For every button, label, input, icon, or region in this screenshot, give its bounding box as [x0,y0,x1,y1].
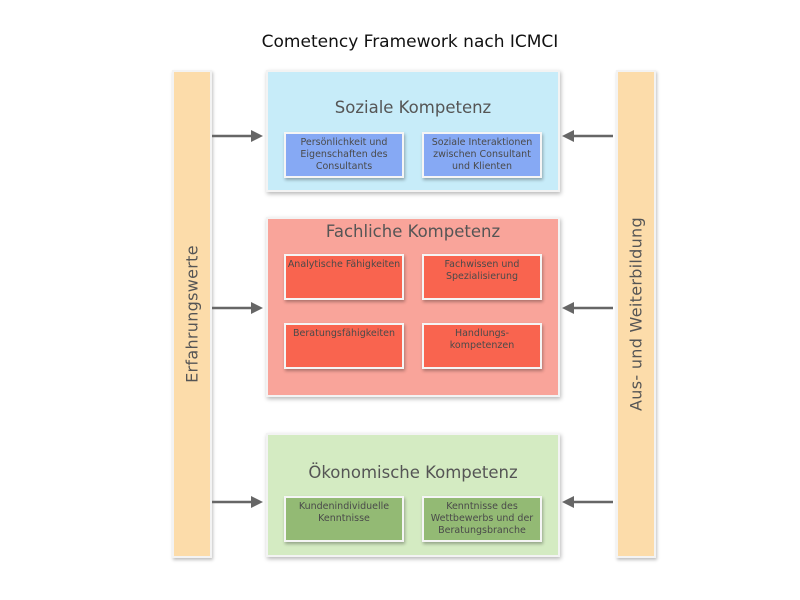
panel-title-economic: Ökonomische Kompetenz [308,463,518,482]
panel-economic-competence: Ökonomische Kompetenz Kundenindividuelle… [266,433,560,557]
box-social-interaction: Soziale Interaktionen zwischen Consultan… [422,132,542,178]
arrow-left-social [562,130,613,142]
education-label: Aus- und Weiterbildung [626,217,646,411]
arrow-left-economic [562,496,613,508]
box-analytical: Analytische Fähigkeiten [284,254,404,300]
box-competition-knowledge: Kenntnisse des Wettbewerbs und der Berat… [422,496,542,542]
box-consulting-skills: Beratungsfähigkeiten [284,323,404,369]
panel-title-professional: Fachliche Kompetenz [325,222,501,241]
box-personality: Persönlichkeit und Eigenschaften des Con… [284,132,404,178]
experience-bar: Erfahrungswerte [172,70,212,558]
experience-label: Erfahrungswerte [182,245,202,383]
diagram-title: Cometency Framework nach ICMCI [261,32,559,52]
panel-professional-competence: Fachliche Kompetenz Analytische Fähigkei… [266,217,560,397]
education-bar: Aus- und Weiterbildung [616,70,656,558]
arrow-right-economic [212,496,263,508]
box-customer-knowledge: Kundenindividuelle Kenntnisse [284,496,404,542]
box-expertise: Fachwissen und Spezialisierung [422,254,542,300]
panel-social-competence: Soziale Kompetenz Persönlichkeit und Eig… [266,70,560,192]
arrow-right-professional [212,302,263,314]
box-action-competence: Handlungs-kompetenzen [422,323,542,369]
panel-title-social: Soziale Kompetenz [334,98,492,117]
arrow-left-professional [562,302,613,314]
arrow-right-social [212,130,263,142]
